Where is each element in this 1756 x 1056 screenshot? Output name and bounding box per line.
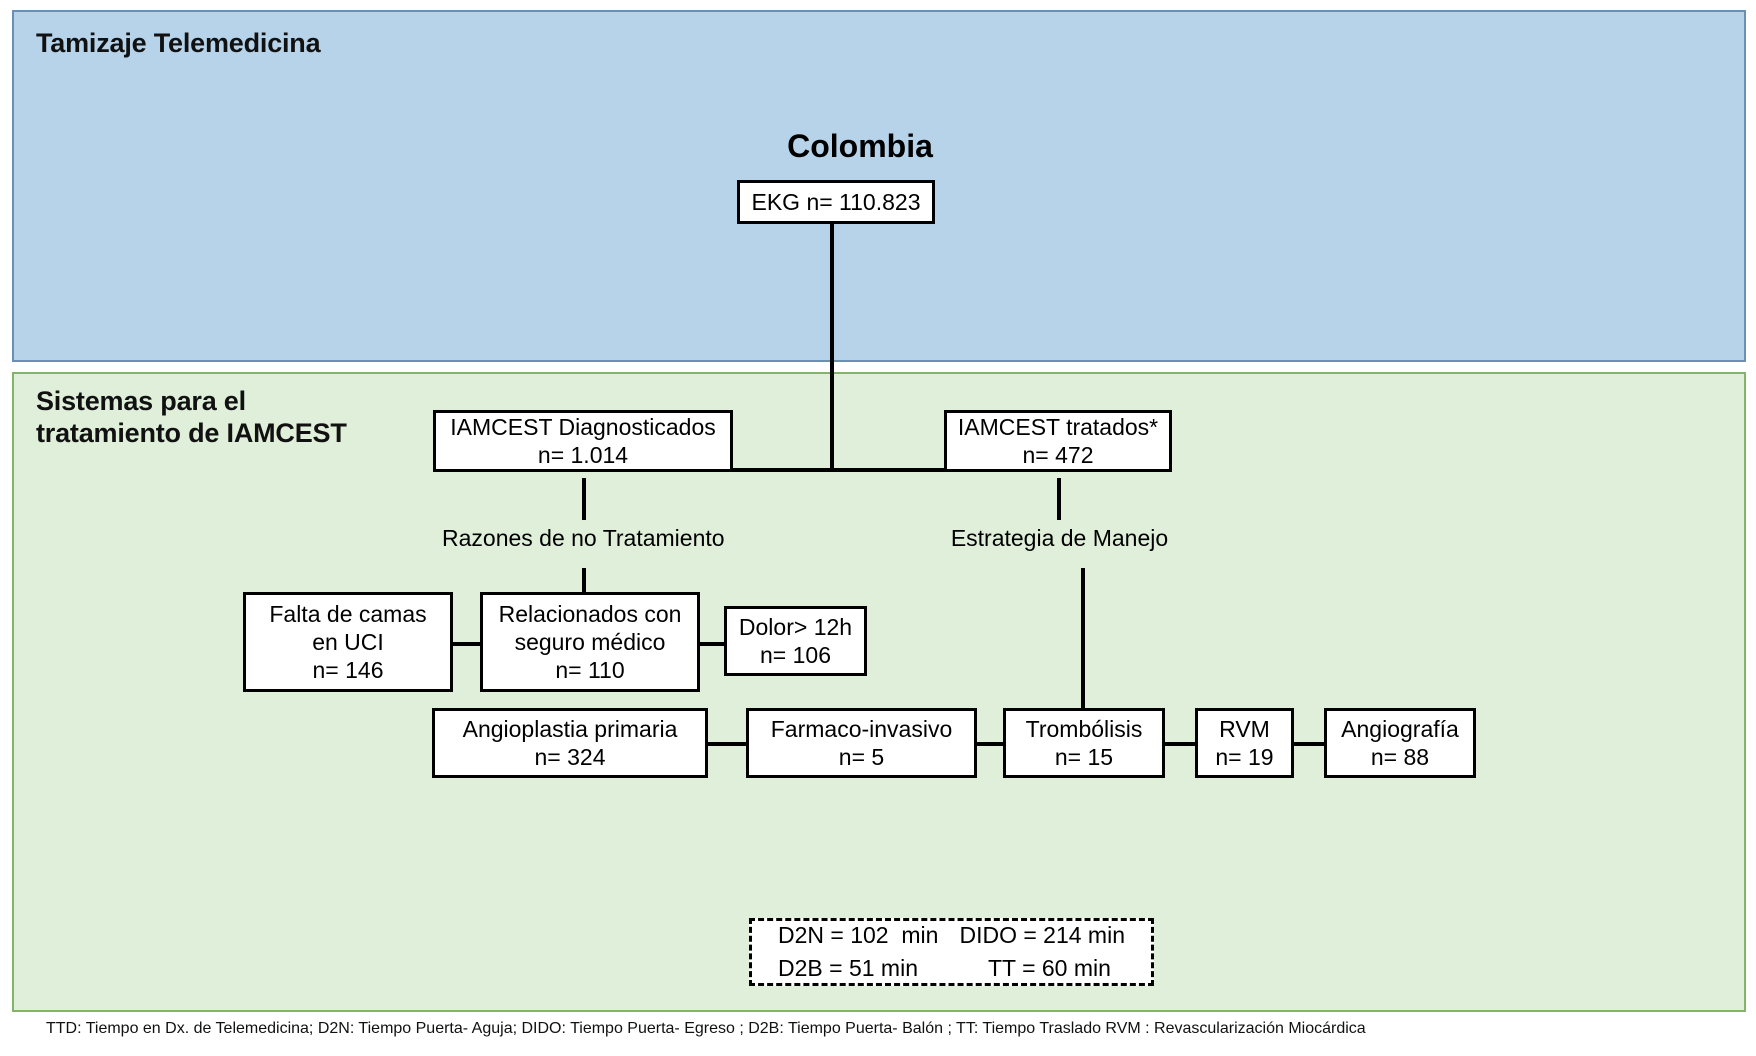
connector-angioplastia-farmaco xyxy=(706,742,748,746)
node-iamcest-tratados-count: n= 472 xyxy=(1022,442,1094,468)
country-label-colombia: Colombia xyxy=(787,128,933,164)
node-iamcest-diagnosticados-line1: IAMCEST Diagnosticados xyxy=(450,413,716,440)
node-angioplastia-primaria-line1: Angioplastia primaria xyxy=(462,715,678,742)
node-dolor-12h[interactable]: Dolor> 12h n= 106 xyxy=(724,606,867,676)
node-trombolisis[interactable]: Trombólisis n= 15 xyxy=(1003,708,1165,778)
node-rvm[interactable]: RVM n= 19 xyxy=(1195,708,1294,778)
metric-tt: TT = 60 min xyxy=(988,955,1111,981)
node-farmaco-invasivo[interactable]: Farmaco-invasivo n= 5 xyxy=(746,708,977,778)
node-falta-camas-uci-line1: Falta de camas xyxy=(269,600,427,627)
node-ekg[interactable]: EKG n= 110.823 xyxy=(737,180,935,224)
edge-label-razones-no-tratamiento: Razones de no Tratamiento xyxy=(442,525,725,551)
node-rvm-count: n= 19 xyxy=(1215,744,1274,770)
connector-farmaco-trombolisis xyxy=(975,742,1005,746)
node-angioplastia-primaria[interactable]: Angioplastia primaria n= 324 xyxy=(432,708,708,778)
node-ekg-line1: EKG n= 110.823 xyxy=(751,188,921,215)
connector-tratados-down xyxy=(1057,478,1061,520)
node-farmaco-invasivo-line1: Farmaco-invasivo xyxy=(770,715,953,742)
metrics-row-2: D2B = 51 min TT = 60 min xyxy=(778,952,1125,985)
connector-trombolisis-rvm xyxy=(1163,742,1197,746)
connector-row2-horizontal xyxy=(733,468,1046,472)
node-seguro-medico-count: n= 110 xyxy=(555,657,625,684)
node-falta-camas-uci-line2: en UCI xyxy=(312,628,384,655)
panel-title-iamcest: Sistemas para el tratamiento de IAMCEST xyxy=(36,386,456,450)
connector-estrategia-down xyxy=(1081,568,1085,708)
node-rvm-line1: RVM xyxy=(1219,715,1270,742)
connector-seguro-dolor xyxy=(697,642,727,646)
node-angiografia-count: n= 88 xyxy=(1370,744,1430,770)
panel-title-telemedicina: Tamizaje Telemedicina xyxy=(36,28,321,58)
edge-label-estrategia-manejo: Estrategia de Manejo xyxy=(950,525,1169,551)
node-falta-camas-uci-count: n= 146 xyxy=(312,657,384,684)
node-iamcest-tratados[interactable]: IAMCEST tratados* n= 472 xyxy=(944,410,1172,472)
panel-sistemas-iamcest: Sistemas para el tratamiento de IAMCEST xyxy=(12,372,1746,1012)
metrics-row-1: D2N = 102 min DIDO = 214 min xyxy=(778,919,1125,952)
node-iamcest-diagnosticados-count: n= 1.014 xyxy=(537,442,629,468)
node-farmaco-invasivo-count: n= 5 xyxy=(838,744,885,770)
panel-title-iamcest-text: Sistemas para el tratamiento de IAMCEST xyxy=(36,386,347,448)
node-iamcest-tratados-line1: IAMCEST tratados* xyxy=(957,413,1159,440)
node-trombolisis-count: n= 15 xyxy=(1054,744,1114,770)
node-dolor-12h-count: n= 106 xyxy=(760,642,831,668)
node-dolor-12h-line1: Dolor> 12h xyxy=(738,613,853,640)
metric-dido: DIDO = 214 min xyxy=(959,921,1125,948)
connector-diagnosticados-down xyxy=(582,478,586,520)
node-iamcest-diagnosticados[interactable]: IAMCEST Diagnosticados n= 1.014 xyxy=(433,410,733,472)
footnote-abbreviations: TTD: Tiempo en Dx. de Telemedicina; D2N:… xyxy=(46,1020,1366,1037)
node-angiografia-line1: Angiografía xyxy=(1341,715,1459,742)
node-seguro-medico-line2: seguro médico xyxy=(514,628,666,655)
node-seguro-medico[interactable]: Relacionados con seguro médico n= 110 xyxy=(480,592,700,692)
metric-d2n: D2N = 102 min xyxy=(778,921,939,948)
node-falta-camas-uci[interactable]: Falta de camas en UCI n= 146 xyxy=(243,592,453,692)
connector-camas-seguro xyxy=(450,642,490,646)
connector-rvm-angiografia xyxy=(1292,742,1326,746)
node-seguro-medico-line1: Relacionados con xyxy=(498,600,682,627)
node-trombolisis-line1: Trombólisis xyxy=(1025,715,1143,742)
connector-ekg-vertical xyxy=(830,222,834,470)
metrics-summary-box: D2N = 102 min DIDO = 214 min D2B = 51 mi… xyxy=(749,918,1154,986)
metric-d2b: D2B = 51 min xyxy=(778,955,918,981)
node-angiografia[interactable]: Angiografía n= 88 xyxy=(1324,708,1476,778)
node-angioplastia-primaria-count: n= 324 xyxy=(534,744,606,770)
